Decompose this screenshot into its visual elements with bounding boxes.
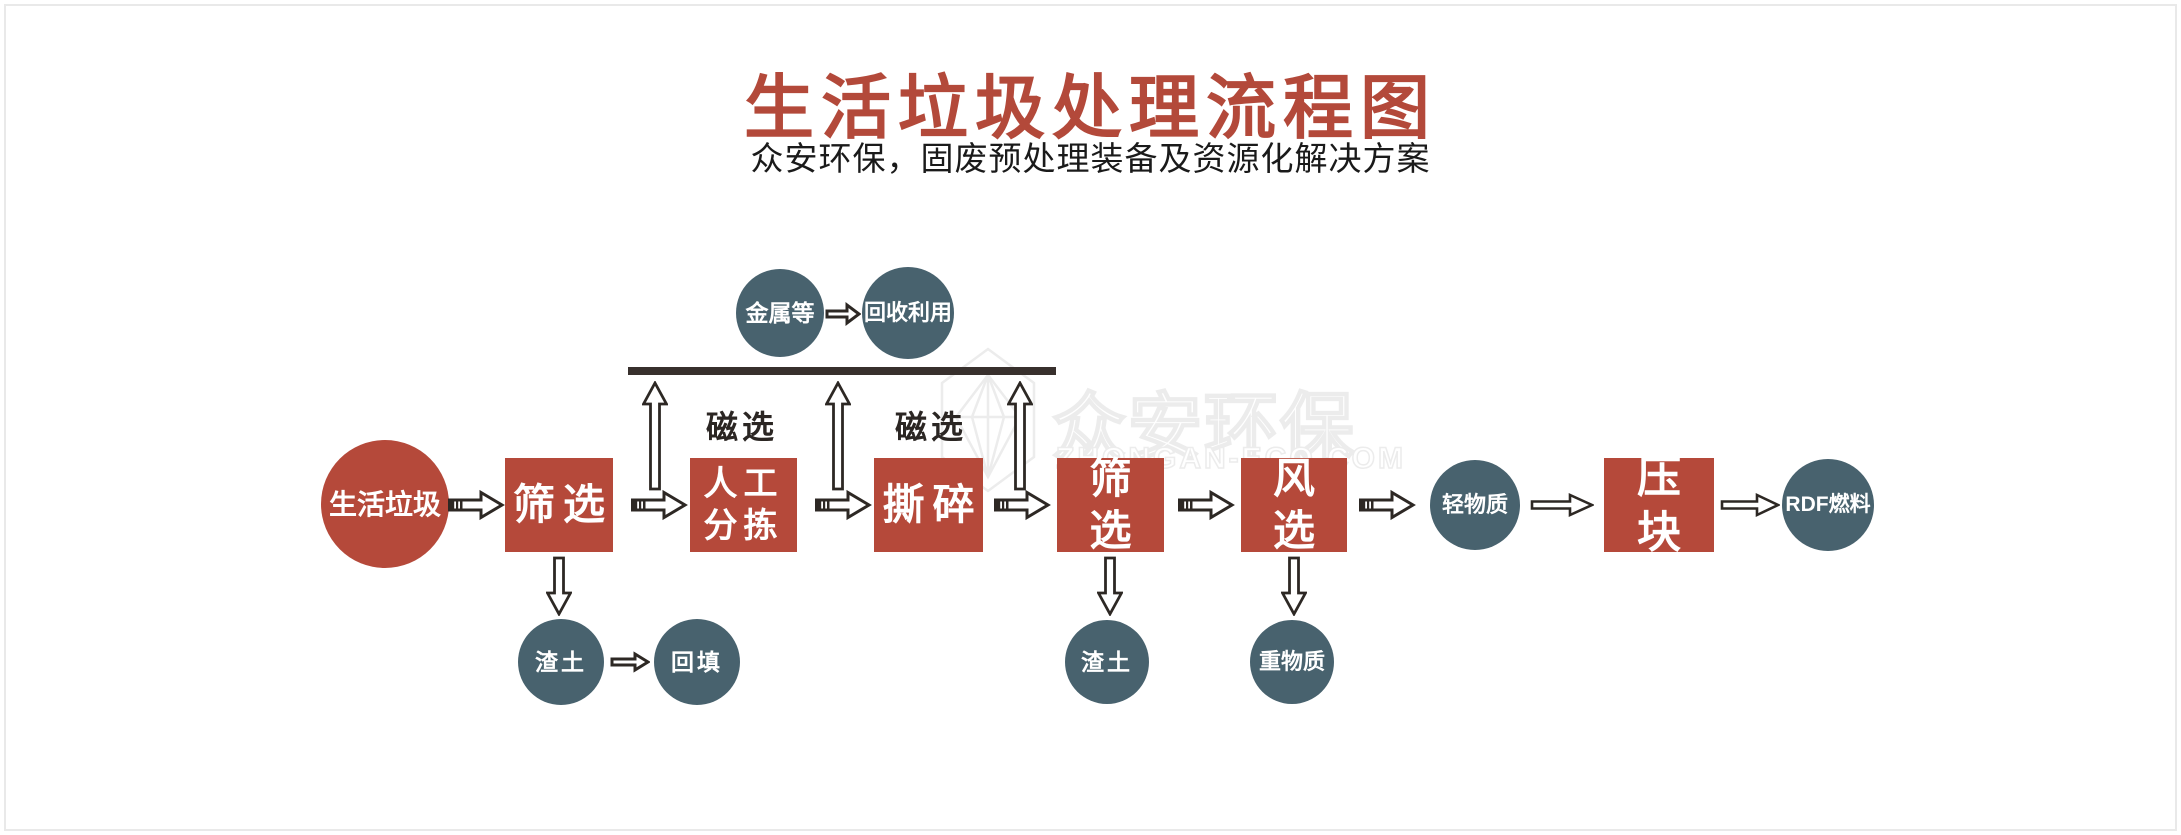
node-metals-label: 金属等 xyxy=(745,299,815,326)
up-arrow-icon xyxy=(825,381,851,491)
down-arrow-icon xyxy=(1281,556,1307,616)
magnetic-label-1: 磁选 xyxy=(706,409,779,445)
arrow-right-icon xyxy=(610,651,650,673)
node-residue-1-label: 渣土 xyxy=(535,648,587,675)
magnetic-label-2: 磁选 xyxy=(895,409,968,445)
flow-arrow-icon xyxy=(1178,489,1235,521)
flow-arrow-icon xyxy=(815,489,872,521)
page-title: 生活垃圾处理流程图 xyxy=(744,69,1437,147)
node-source: 生活垃圾 xyxy=(321,440,449,568)
node-metals: 金属等 xyxy=(736,269,824,357)
node-rdf-fuel-label: RDF燃料 xyxy=(1785,492,1871,516)
node-shredding-label: 撕碎 xyxy=(882,480,983,528)
node-screening-2: 筛选 xyxy=(1057,455,1164,554)
down-arrow-icon xyxy=(1097,556,1123,616)
node-shredding: 撕碎 xyxy=(874,458,983,552)
node-source-label: 生活垃圾 xyxy=(328,488,441,520)
node-residue-2: 渣土 xyxy=(1065,620,1149,704)
node-manual-sorting-line2: 分拣 xyxy=(703,507,784,545)
node-recycling: 回收利用 xyxy=(862,267,954,359)
node-light-material-label: 轻物质 xyxy=(1441,492,1508,518)
node-light-material: 轻物质 xyxy=(1430,460,1520,550)
node-manual-sorting-line1: 人工 xyxy=(703,464,784,503)
node-rdf-fuel: RDF燃料 xyxy=(1782,459,1874,551)
node-screening-1: 筛选 xyxy=(505,458,613,552)
up-arrow-icon xyxy=(642,381,668,491)
flow-arrow-icon xyxy=(1359,489,1416,521)
up-arrow-icon xyxy=(1007,381,1033,491)
node-heavy-material-label: 重物质 xyxy=(1258,649,1325,675)
node-residue-2-label: 渣土 xyxy=(1081,648,1133,675)
node-residue-1: 渣土 xyxy=(518,619,604,705)
node-air-separation-label: 风选 xyxy=(1272,454,1323,555)
node-backfill-label: 回填 xyxy=(671,648,723,675)
flow-arrow-icon xyxy=(448,489,505,521)
flow-arrow-icon xyxy=(631,489,688,521)
long-arrow-right-icon xyxy=(1530,492,1594,518)
long-arrow-right-icon xyxy=(1720,492,1780,518)
arrow-right-icon xyxy=(825,302,861,326)
page-subtitle: 众安环保，固废预处理装备及资源化解决方案 xyxy=(750,142,1431,178)
down-arrow-icon xyxy=(546,556,572,616)
watermark-text: 众安环保 xyxy=(1051,385,1356,470)
node-air-separation: 风选 xyxy=(1241,455,1347,554)
node-briquetting-label: 压块 xyxy=(1637,453,1689,557)
flow-arrow-icon xyxy=(994,489,1051,521)
node-manual-sorting: 人工 分拣 xyxy=(690,458,797,552)
node-recycling-label: 回收利用 xyxy=(863,300,952,326)
node-heavy-material: 重物质 xyxy=(1250,620,1334,704)
magnetic-collector-bar xyxy=(628,367,1056,375)
node-screening-2-label: 筛选 xyxy=(1089,454,1140,555)
node-briquetting: 压块 xyxy=(1604,453,1714,557)
node-backfill: 回填 xyxy=(654,619,740,705)
node-screening-1-label: 筛选 xyxy=(513,480,614,528)
